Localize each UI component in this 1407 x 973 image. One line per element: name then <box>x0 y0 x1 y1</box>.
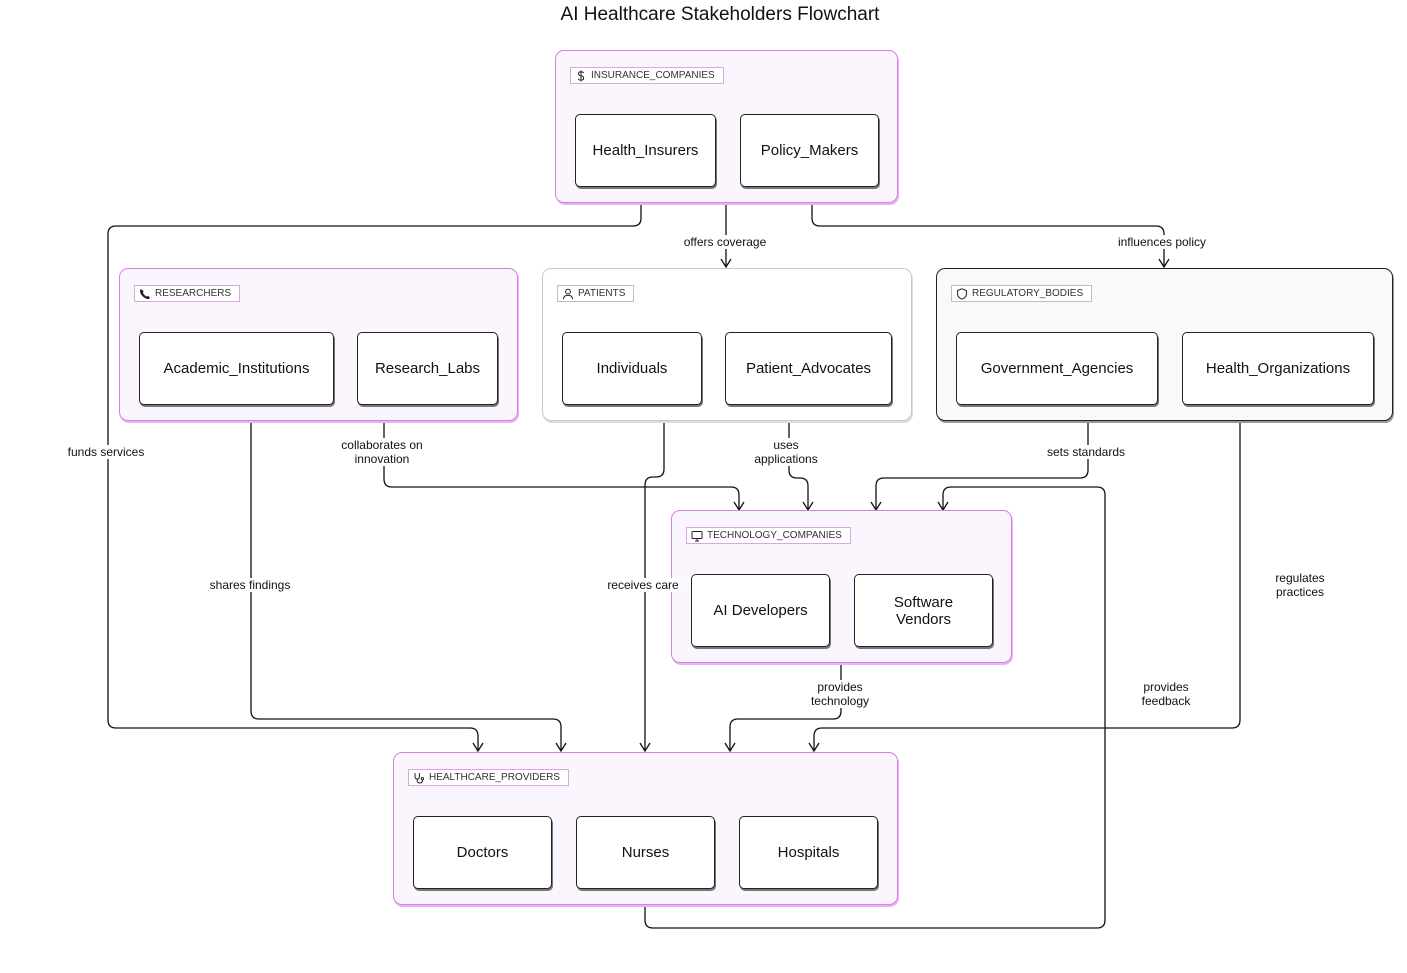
node-health-insurers[interactable]: Health_Insurers <box>575 114 716 187</box>
group-label-researchers: RESEARCHERS <box>134 285 241 302</box>
edge-label-influences-policy: influences policy <box>1115 235 1209 249</box>
user-icon <box>563 288 573 299</box>
group-label-text: RESEARCHERS <box>155 288 232 299</box>
node-patient-advocates[interactable]: Patient_Advocates <box>725 332 892 405</box>
node-individuals[interactable]: Individuals <box>562 332 702 405</box>
group-insurance-companies: INSURANCE_COMPANIES Health_Insurers Poli… <box>555 50 898 203</box>
group-technology-companies: TECHNOLOGY_COMPANIES AI Developers Softw… <box>671 510 1012 663</box>
group-label-patients: PATIENTS <box>557 285 635 302</box>
edge-shares-findings <box>250 420 567 753</box>
edge-receives-care <box>639 420 665 753</box>
edge-label-provides-technology: provides technology <box>803 680 877 708</box>
shield-icon <box>957 287 967 300</box>
stethoscope-icon <box>414 772 424 784</box>
group-label-technology: TECHNOLOGY_COMPANIES <box>686 527 851 544</box>
node-doctors[interactable]: Doctors <box>413 816 552 889</box>
group-label-text: HEALTHCARE_PROVIDERS <box>429 772 560 783</box>
phone-icon <box>139 288 151 299</box>
group-label-text: PATIENTS <box>578 288 626 299</box>
node-policy-makers[interactable]: Policy_Makers <box>740 114 879 187</box>
group-label-regulatory: REGULATORY_BODIES <box>951 285 1093 302</box>
node-nurses[interactable]: Nurses <box>576 816 715 889</box>
edge-provides-feedback <box>644 486 1106 929</box>
edge-sets-standards <box>870 420 1089 512</box>
group-label-healthcare: HEALTHCARE_PROVIDERS <box>408 769 569 786</box>
node-government-agencies[interactable]: Government_Agencies <box>956 332 1158 405</box>
group-label-text: REGULATORY_BODIES <box>972 288 1084 299</box>
node-ai-developers[interactable]: AI Developers <box>691 574 830 647</box>
diagram-title: AI Healthcare Stakeholders Flowchart <box>560 4 880 25</box>
node-hospitals[interactable]: Hospitals <box>739 816 878 889</box>
edge-regulates-practices <box>808 420 1241 753</box>
monitor-icon <box>691 530 703 541</box>
node-software-vendors[interactable]: Software Vendors <box>854 574 993 647</box>
edge-label-regulates-practices: regulates practices <box>1266 571 1334 599</box>
group-regulatory-bodies: REGULATORY_BODIES Government_Agencies He… <box>936 268 1393 421</box>
group-healthcare-providers: HEALTHCARE_PROVIDERS Doctors Nurses Hosp… <box>393 752 898 905</box>
edge-label-offers-coverage: offers coverage <box>681 235 769 249</box>
edge-influences-policy <box>811 203 1170 269</box>
edge-label-collaborates-innovation: collaborates on innovation <box>336 438 428 466</box>
group-researchers: RESEARCHERS Academic_Institutions Resear… <box>119 268 518 421</box>
edge-label-uses-applications: uses applications <box>748 438 824 466</box>
node-academic-institutions[interactable]: Academic_Institutions <box>139 332 334 405</box>
edge-label-receives-care: receives care <box>605 578 681 592</box>
group-label-text: TECHNOLOGY_COMPANIES <box>707 530 842 541</box>
edge-uses-applications <box>788 420 814 512</box>
edge-label-funds-services: funds services <box>65 445 147 459</box>
edge-label-sets-standards: sets standards <box>1044 445 1128 459</box>
edge-funds-services <box>107 203 642 753</box>
group-label-insurance: INSURANCE_COMPANIES <box>570 67 724 84</box>
node-research-labs[interactable]: Research_Labs <box>357 332 498 405</box>
edge-provides-technology <box>724 662 842 753</box>
edge-label-shares-findings: shares findings <box>207 578 293 592</box>
group-patients: PATIENTS Individuals Patient_Advocates <box>542 268 912 421</box>
edge-collaborates-innovation <box>383 420 745 512</box>
edge-label-provides-feedback: provides feedback <box>1133 680 1199 708</box>
group-label-text: INSURANCE_COMPANIES <box>591 70 715 81</box>
node-health-organizations[interactable]: Health_Organizations <box>1182 332 1374 405</box>
dollar-icon <box>577 70 585 81</box>
